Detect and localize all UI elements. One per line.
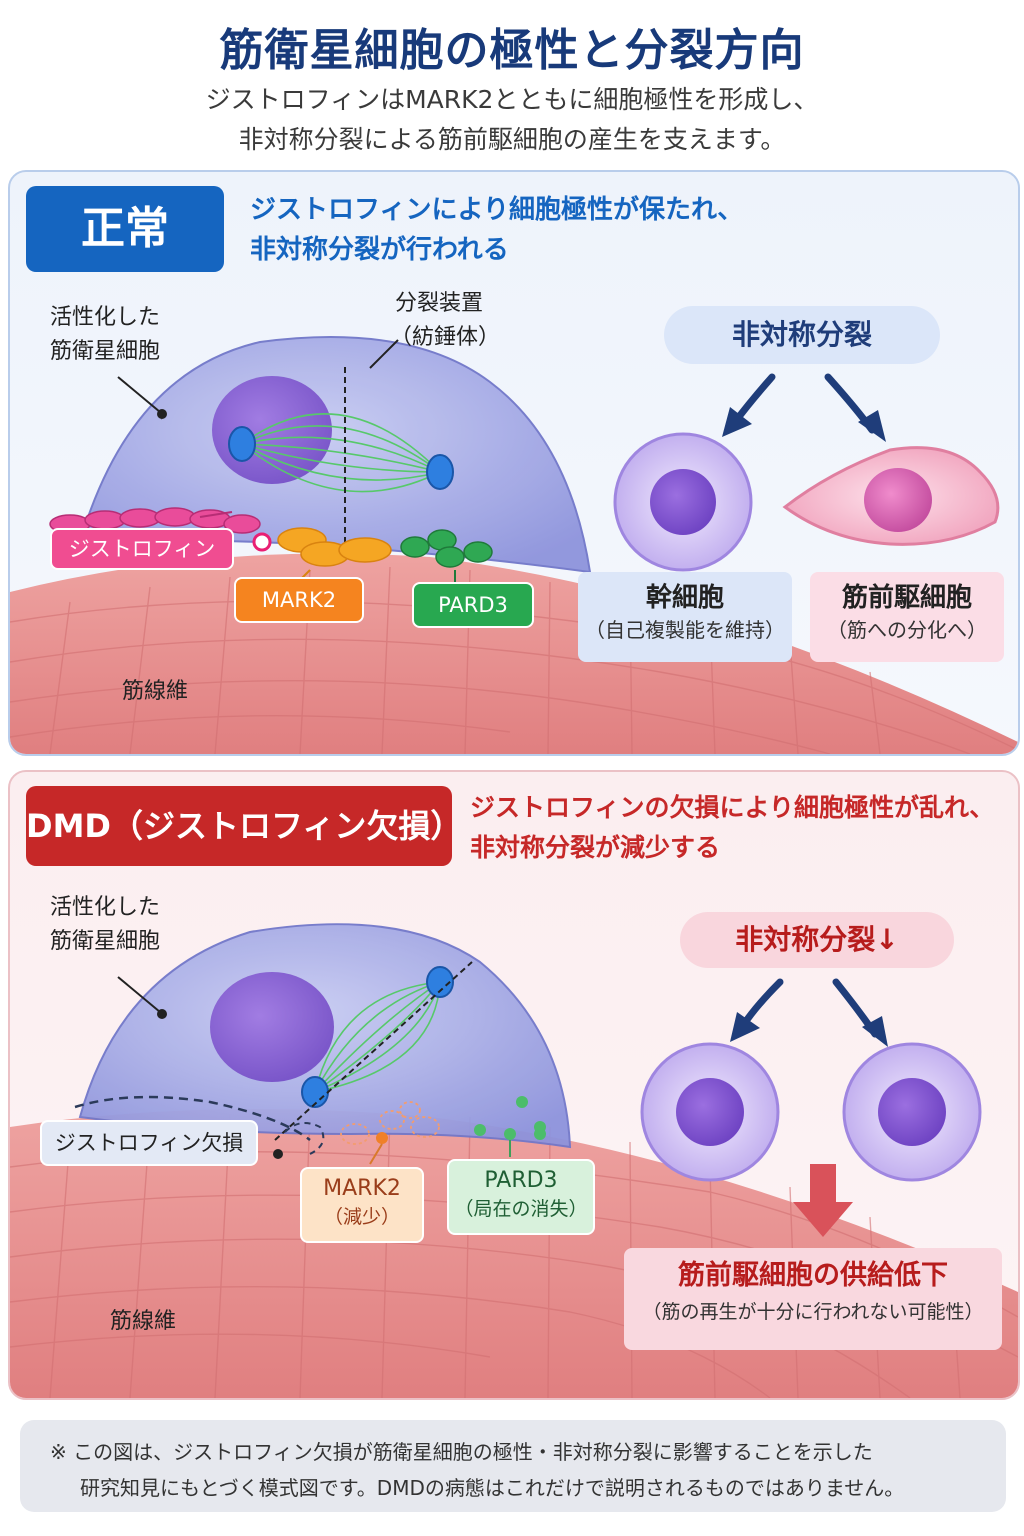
dmd-spindle bbox=[314, 981, 441, 1093]
dystrophin-label: ジストロフィン bbox=[50, 528, 234, 570]
dmd-pard3-note: （局在の消失） bbox=[454, 1198, 588, 1220]
dmd-division-axis bbox=[274, 961, 473, 1141]
footnote: ※ この図は、ジストロフィン欠損が筋衛星細胞の極性・非対称分裂に影響することを示… bbox=[20, 1420, 1006, 1512]
stem-cell-desc: （自己複製能を維持） bbox=[585, 618, 785, 642]
dmd-fiber-label: 筋線維 bbox=[110, 1309, 177, 1334]
nucleus bbox=[212, 376, 332, 484]
pard3-label: PARD3 bbox=[412, 582, 534, 628]
dystrophin-chain bbox=[49, 507, 261, 534]
dmd-nucleus bbox=[210, 972, 334, 1082]
dmd-headline-line2: 非対称分裂が減少する bbox=[470, 833, 721, 862]
dmd-outcome-desc: （筋の再生が十分に行われない可能性） bbox=[642, 1301, 984, 1323]
footnote-line1: ※ この図は、ジストロフィン欠損が筋衛星細胞の極性・非対称分裂に影響することを示… bbox=[50, 1440, 873, 1464]
dmd-mark2-note: （減少） bbox=[323, 1206, 400, 1228]
dmd-mark2-box: MARK2 （減少） bbox=[300, 1167, 424, 1243]
spindle bbox=[241, 413, 441, 493]
progenitor-box: 筋前駆細胞 （筋への分化へ） bbox=[810, 572, 1004, 662]
dmd-mark2-faded bbox=[340, 1101, 440, 1145]
subtitle-line1: ジストロフィンはMARK2とともに細胞極性を形成し、 bbox=[205, 85, 819, 114]
spindle-label-line2: （紡錘体） bbox=[390, 325, 501, 350]
pard3-cluster bbox=[400, 529, 493, 568]
progenitor-desc: （筋への分化へ） bbox=[827, 618, 987, 642]
normal-cell-label-line2: 筋衛星細胞 bbox=[50, 339, 161, 364]
decrease-arrow bbox=[793, 1164, 853, 1237]
normal-cell-label-line1: 活性化した bbox=[50, 305, 161, 330]
dmd-cell-label-line2: 筋衛星細胞 bbox=[50, 929, 161, 954]
spindle-label-line1: 分裂装置 bbox=[395, 291, 484, 316]
dmd-outcome-box: 筋前駆細胞の供給低下 （筋の再生が十分に行われない可能性） bbox=[624, 1248, 1002, 1350]
dmd-pard3-box: PARD3 （局在の消失） bbox=[447, 1159, 595, 1235]
division-arrows bbox=[731, 373, 876, 434]
stem-cell-title: 幹細胞 bbox=[645, 583, 724, 613]
page-title: 筋衛星細胞の極性と分裂方向 bbox=[219, 25, 805, 76]
stem-cell-box: 幹細胞 （自己複製能を維持） bbox=[578, 572, 792, 662]
subtitle-line2: 非対称分裂による筋前駆細胞の産生を支えます。 bbox=[238, 125, 786, 154]
dmd-pard3-scattered bbox=[474, 1096, 546, 1140]
normal-headline-line2: 非対称分裂が行われる bbox=[250, 235, 509, 265]
dmd-panel: DMD（ジストロフィン欠損） ジストロフィンの欠損により細胞極性が乱れ、 非対称… bbox=[8, 770, 1020, 1400]
dmd-asymmetric-division-label: 非対称分裂↓ bbox=[680, 912, 954, 968]
centrosome-right bbox=[426, 454, 454, 490]
dmd-headline-line1: ジストロフィンの欠損により細胞極性が乱れ、 bbox=[470, 793, 995, 822]
progenitor-title: 筋前駆細胞 bbox=[841, 583, 972, 613]
dmd-cell-label-line1: 活性化した bbox=[50, 895, 161, 920]
normal-panel: 正常 ジストロフィンにより細胞極性が保たれ、 非対称分裂が行われる 活性化した … bbox=[8, 170, 1020, 756]
normal-headline-line1: ジストロフィンにより細胞極性が保たれ、 bbox=[250, 195, 744, 225]
dmd-pard3-label: PARD3 bbox=[484, 1168, 558, 1193]
footnote-line2: 研究知見にもとづく模式図です。DMDの病態はこれだけで説明されるものではありませ… bbox=[80, 1476, 905, 1500]
centrosome-left bbox=[228, 426, 256, 462]
dmd-tag: DMD（ジストロフィン欠損） bbox=[26, 786, 462, 866]
mark2-label: MARK2 bbox=[234, 577, 364, 623]
dmd-mark2-label: MARK2 bbox=[323, 1176, 401, 1201]
mark2-cluster bbox=[277, 527, 392, 567]
normal-fiber-label: 筋線維 bbox=[122, 679, 189, 704]
asymmetric-division-label: 非対称分裂 bbox=[664, 306, 940, 364]
dmd-outcome-title: 筋前駆細胞の供給低下 bbox=[678, 1260, 948, 1291]
dystrophin-missing-label: ジストロフィン欠損 bbox=[40, 1120, 258, 1166]
normal-tag: 正常 bbox=[26, 186, 224, 272]
